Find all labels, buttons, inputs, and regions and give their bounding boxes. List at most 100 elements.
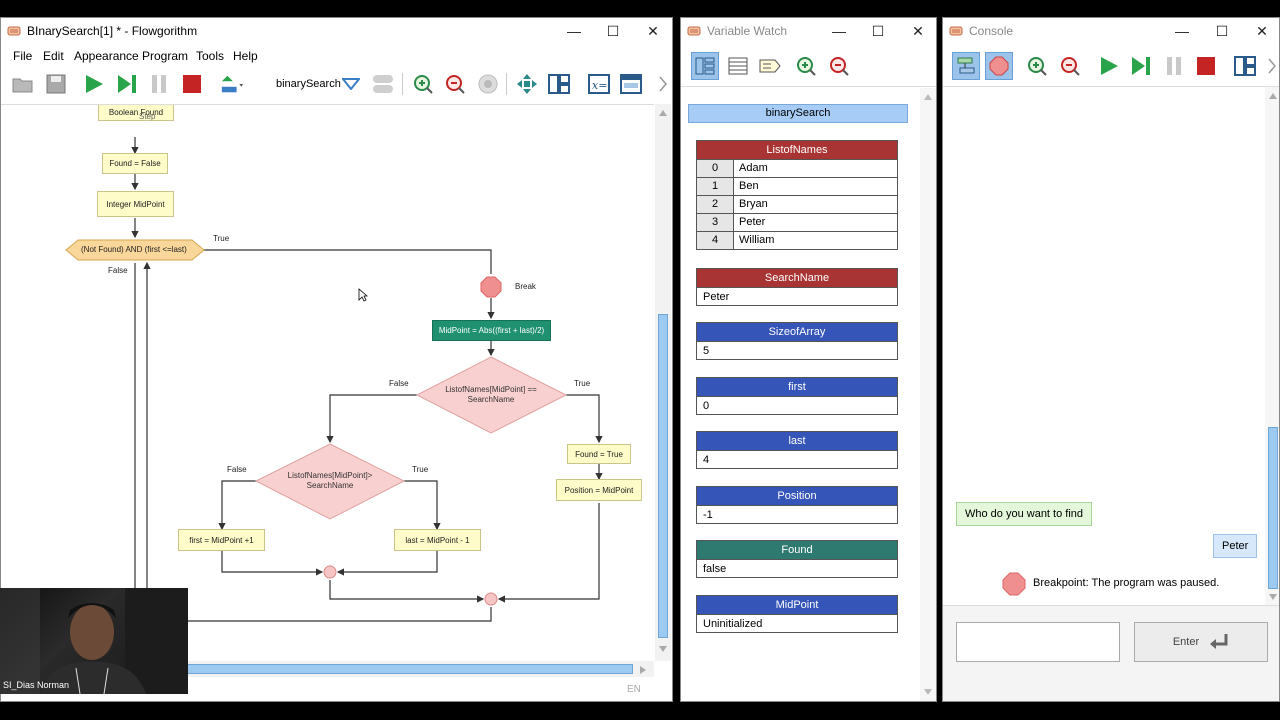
if2-merge-node: [323, 565, 337, 579]
flowchart-canvas[interactable]: Boolean Found Step Found = False Integer…: [1, 104, 654, 661]
array-index: 0: [697, 160, 734, 177]
horizontal-scroll-thumb[interactable]: [186, 664, 633, 674]
grid-view-icon[interactable]: [691, 52, 719, 80]
variable-watch-scrollbar[interactable]: [920, 88, 936, 701]
console-window-icon[interactable]: [619, 72, 643, 96]
while-condition-text: (Not Found) AND (first <=last): [81, 245, 187, 254]
zoom-out-icon[interactable]: [827, 54, 851, 78]
zoom-out-icon[interactable]: [443, 72, 467, 96]
open-folder-icon[interactable]: [11, 72, 35, 96]
breakpoint-view-icon[interactable]: [985, 52, 1013, 80]
minimize-button[interactable]: —: [1175, 23, 1189, 39]
variable-last: last 4: [696, 431, 898, 469]
array-index: 1: [697, 178, 734, 195]
variable-name: ListofNames: [697, 141, 897, 159]
menu-appearance[interactable]: Appearance: [74, 49, 139, 63]
menu-help[interactable]: Help: [233, 49, 258, 63]
chevron-right-icon[interactable]: [1265, 54, 1279, 78]
scroll-down-icon[interactable]: [658, 645, 668, 653]
maximize-button[interactable]: ☐: [606, 23, 620, 39]
boolean-found-block[interactable]: Boolean Found: [98, 105, 174, 121]
console-input-field[interactable]: [956, 622, 1120, 662]
if2-line2: SearchName: [306, 481, 354, 490]
canvas-vertical-scrollbar[interactable]: [655, 104, 671, 661]
list-view-icon[interactable]: [726, 54, 750, 78]
zoom-in-icon[interactable]: [794, 54, 818, 78]
breakpoint-icon[interactable]: [480, 276, 502, 298]
flowchart-view-icon[interactable]: [952, 52, 980, 80]
scroll-up-icon[interactable]: [1268, 92, 1278, 100]
close-button[interactable]: ✕: [647, 23, 659, 39]
webcam-name-label: SI_Dias Norman: [3, 680, 70, 690]
console-title: Console: [969, 24, 1014, 38]
scroll-up-icon[interactable]: [658, 109, 668, 117]
scroll-down-icon[interactable]: [1268, 593, 1278, 601]
close-button[interactable]: ✕: [912, 23, 924, 39]
variable-position: Position -1: [696, 486, 898, 524]
if2-diamond[interactable]: [254, 443, 406, 520]
found-false-block[interactable]: Found = False: [102, 153, 168, 174]
console-scrollbar[interactable]: [1265, 87, 1279, 605]
flowchart-connectors: [65, 137, 603, 661]
last-assign-block[interactable]: last = MidPoint - 1: [394, 529, 481, 551]
chevron-down-icon[interactable]: [339, 72, 363, 96]
stop-icon[interactable]: [180, 72, 204, 96]
run-icon[interactable]: [1097, 54, 1121, 78]
variable-value: 5: [697, 341, 897, 359]
flowgorithm-titlebar: BInarySearch[1] * - Flowgorithm — ☐ ✕: [1, 18, 672, 44]
run-icon[interactable]: [82, 72, 106, 96]
scroll-down-icon[interactable]: [923, 688, 933, 696]
function-name-header: binarySearch: [688, 104, 908, 123]
save-icon[interactable]: [44, 72, 68, 96]
found-true-block[interactable]: Found = True: [567, 444, 631, 464]
label-tag-icon[interactable]: [758, 54, 782, 78]
zoom-in-icon[interactable]: [411, 72, 435, 96]
step-icon[interactable]: [1129, 54, 1153, 78]
menu-program[interactable]: Program: [142, 49, 189, 63]
fit-view-icon[interactable]: [515, 72, 539, 96]
chevron-right-icon[interactable]: [656, 72, 670, 96]
svg-text:x=: x=: [592, 79, 607, 92]
midpoint-assign-block[interactable]: MidPoint = Abs((first + last)/2): [432, 320, 551, 341]
pause-icon[interactable]: [1162, 54, 1186, 78]
array-value: Bryan: [734, 196, 897, 213]
close-button[interactable]: ✕: [1256, 23, 1268, 39]
variable-watch-title: Variable Watch: [707, 24, 788, 38]
zoom-in-icon[interactable]: [1025, 54, 1049, 78]
first-assign-block[interactable]: first = MidPoint +1: [178, 529, 265, 551]
variable-watch-icon[interactable]: x=: [587, 72, 611, 96]
layout-windows-icon[interactable]: [547, 72, 571, 96]
breakpoint-toggle-icon[interactable]: [476, 72, 500, 96]
scroll-right-icon[interactable]: [639, 665, 647, 675]
minimize-button[interactable]: —: [567, 23, 581, 39]
integer-midpoint-block[interactable]: Integer MidPoint: [97, 191, 174, 217]
array-value: Adam: [734, 160, 897, 177]
add-function-icon[interactable]: [220, 72, 244, 96]
zoom-out-icon[interactable]: [1058, 54, 1082, 78]
console-scroll-thumb[interactable]: [1268, 427, 1278, 589]
layout-windows-icon[interactable]: [1233, 54, 1257, 78]
vertical-scroll-thumb[interactable]: [658, 314, 668, 638]
maximize-button[interactable]: ☐: [871, 23, 885, 39]
stop-icon[interactable]: [1194, 54, 1218, 78]
while-true-label: True: [213, 234, 230, 243]
console-toolbar: [943, 48, 1279, 84]
menu-tools[interactable]: Tools: [196, 49, 225, 63]
variable-value: Uninitialized: [697, 614, 897, 632]
if1-diamond[interactable]: [415, 356, 568, 434]
menu-edit[interactable]: Edit: [43, 49, 64, 63]
step-icon[interactable]: [115, 72, 139, 96]
pause-icon[interactable]: [147, 72, 171, 96]
function-select[interactable]: binarySearch: [276, 78, 341, 90]
while-loop-shape[interactable]: [65, 239, 205, 261]
position-assign-block[interactable]: Position = MidPoint: [556, 479, 642, 501]
minimize-button[interactable]: —: [832, 23, 846, 39]
menu-file[interactable]: File: [13, 49, 33, 63]
enter-button[interactable]: Enter: [1134, 622, 1268, 662]
function-list-icon[interactable]: [371, 72, 395, 96]
maximize-button[interactable]: ☐: [1215, 23, 1229, 39]
variable-watch-toolbar: [681, 48, 936, 84]
block-text: Boolean Found: [108, 107, 164, 117]
scroll-up-icon[interactable]: [923, 93, 933, 101]
